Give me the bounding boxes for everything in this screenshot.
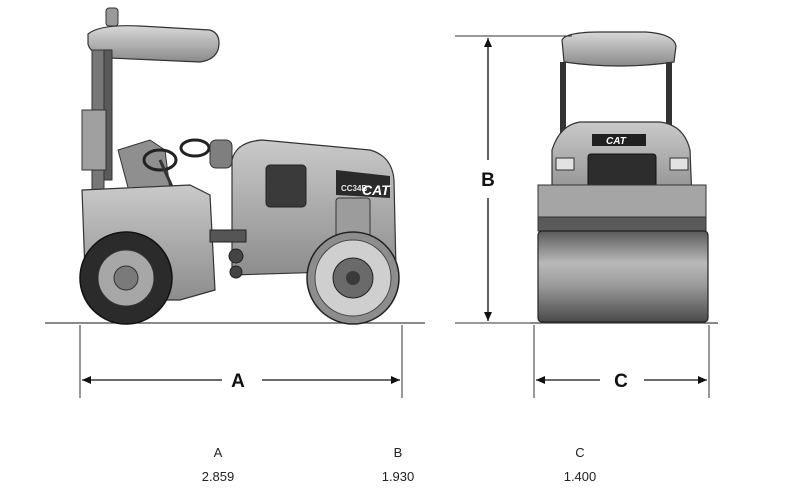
front-drum-side: [306, 231, 400, 325]
side-view-roller: CC34B CAT: [45, 7, 425, 325]
front-view-roller: CAT: [530, 31, 718, 324]
table-value-a: 2.859: [202, 469, 235, 484]
front-drum-front: [537, 230, 709, 323]
side-model-text: CC34B: [341, 184, 367, 193]
table-header-b: B: [394, 445, 403, 460]
table-value-b: 1.930: [382, 469, 415, 484]
dimension-c: [533, 325, 710, 398]
front-body: CAT: [537, 121, 707, 232]
operator-station-side: [117, 138, 233, 201]
rear-tire-side: [79, 231, 173, 325]
dimension-label-a: A: [231, 371, 245, 392]
dimension-label-c: C: [614, 371, 628, 392]
articulation-joint-side: [209, 229, 247, 279]
canopy-side: [81, 7, 220, 211]
canopy-front: [560, 31, 677, 142]
table-header-c: C: [575, 445, 584, 460]
dimension-table: A B C 2.859 1.930 1.400: [202, 445, 597, 484]
front-brand-logo: CAT: [606, 136, 627, 147]
dimension-a: [79, 325, 403, 398]
table-header-a: A: [214, 445, 223, 460]
dimension-b: [455, 35, 572, 324]
side-brand-logo: CAT: [362, 182, 391, 198]
table-value-c: 1.400: [564, 469, 597, 484]
dimension-label-b: B: [481, 170, 495, 191]
